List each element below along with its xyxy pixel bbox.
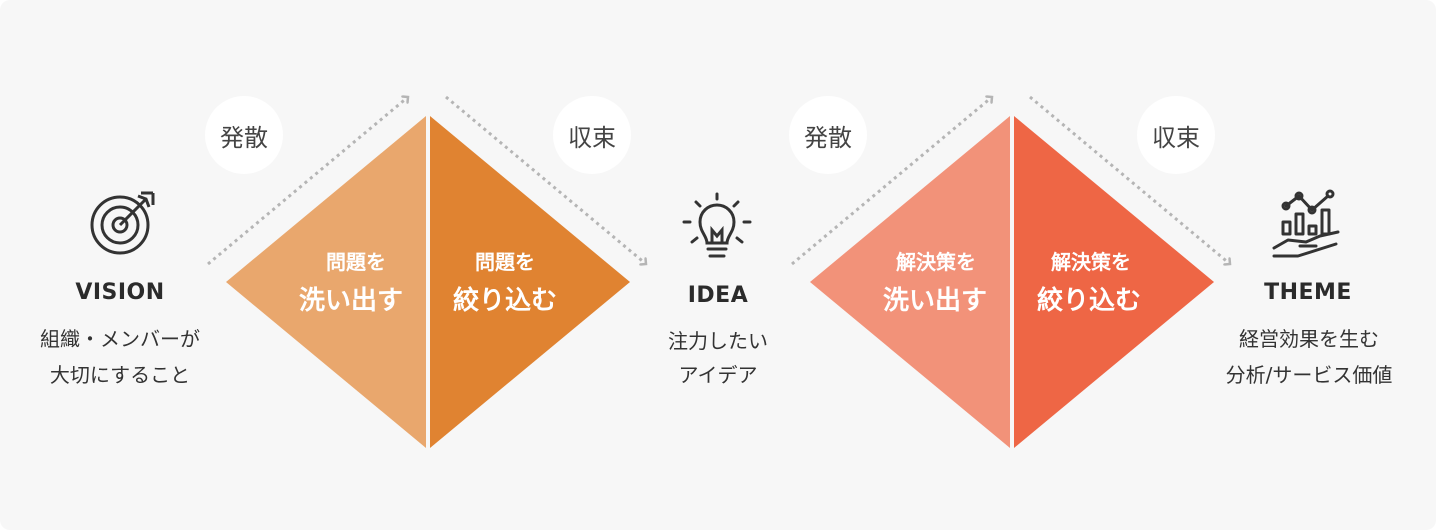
diverge-label-2: 発散 [789, 96, 867, 174]
triangle-3-small-text: 解決策を [896, 250, 976, 274]
converge-arrow-2 [1029, 95, 1230, 264]
vision-desc-line2: 大切にすること [49, 363, 191, 387]
triangle-3-big-text: 洗い出す [882, 286, 987, 316]
theme-desc-line2: 分析/サービス価値 [1225, 363, 1393, 387]
triangle-4-big-text: 絞り込む [1036, 286, 1141, 316]
triangle-solution-diverge [810, 116, 1010, 448]
converge-arrow-1 [445, 95, 646, 264]
diverge-label-1: 発散 [205, 96, 283, 174]
triangle-solution-converge [1014, 116, 1214, 448]
triangle-2-big-text: 絞り込む [452, 286, 557, 316]
idea-desc-line2: アイデア [678, 363, 758, 387]
lightbulb-icon [682, 192, 752, 258]
theme-desc-line1: 経営効果を生む [1239, 327, 1379, 351]
converge-label-2: 収束 [1137, 96, 1215, 174]
triangle-problem-diverge [226, 116, 426, 448]
theme-title: THEME [1264, 280, 1352, 305]
idea-desc-line1: 注力したい [668, 329, 768, 353]
triangle-1-small-text: 問題を [326, 250, 386, 274]
vision-desc-line1: 組織・メンバーが [40, 327, 200, 351]
diverge-arrow-1 [207, 97, 408, 266]
chart-hand-icon [1272, 189, 1340, 258]
idea-title: IDEA [687, 283, 749, 308]
converge-label-1: 収束 [553, 96, 631, 174]
vision-title: VISION [75, 280, 165, 305]
triangle-4-small-text: 解決策を [1051, 250, 1131, 274]
triangle-1-big-text: 洗い出す [298, 286, 403, 316]
target-icon [90, 191, 155, 255]
diverge-arrow-2 [791, 97, 992, 266]
triangle-problem-converge [430, 116, 630, 448]
triangle-2-small-text: 問題を [475, 250, 535, 274]
